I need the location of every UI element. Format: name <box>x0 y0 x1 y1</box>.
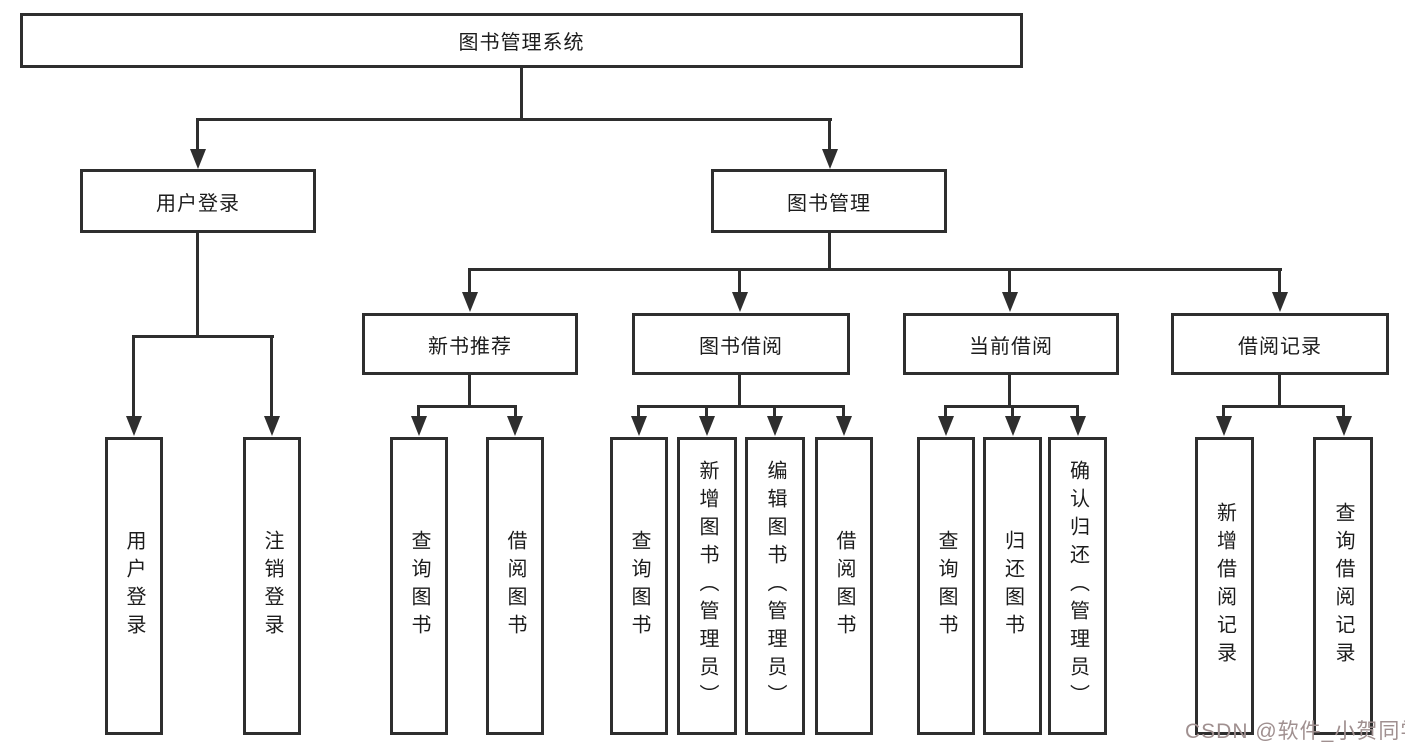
leaf-borrow-add-books-admin-label: 新增图书（管理员） <box>696 460 718 712</box>
connector-recommend-stem <box>468 375 471 407</box>
arrow-down-icon <box>1005 416 1021 436</box>
leaf-current-return-books: 归还图书 <box>983 437 1042 735</box>
node-book-management-label: 图书管理 <box>787 192 871 215</box>
connector-level2-rail <box>469 268 1282 271</box>
arrow-down-icon <box>699 416 715 436</box>
node-new-book-recommend-label: 新书推荐 <box>428 335 512 358</box>
connector-drop <box>1011 405 1014 420</box>
leaf-records-add-record: 新增借阅记录 <box>1195 437 1254 735</box>
watermark: CSDN @软件_小贺同学 <box>1185 720 1405 743</box>
connector-drop <box>417 405 420 420</box>
connector-level1-rail <box>197 118 832 121</box>
leaf-borrow-add-books-admin: 新增图书（管理员） <box>677 437 737 735</box>
leaf-recommend-borrow-books-label: 借阅图书 <box>504 530 526 642</box>
node-book-borrow-label: 图书借阅 <box>699 335 783 358</box>
connector-records-stem <box>1278 375 1281 407</box>
arrow-down-icon <box>822 149 838 169</box>
leaf-borrow-query-books-label: 查询图书 <box>628 530 650 642</box>
connector-borrow-rail <box>637 405 845 408</box>
leaf-current-query-books: 查询图书 <box>917 437 975 735</box>
connector-drop-leaf-logout <box>270 335 273 420</box>
connector-drop-leaf-login <box>132 335 135 420</box>
connector-drop <box>705 405 708 420</box>
leaf-borrow-edit-books-admin-label: 编辑图书（管理员） <box>764 460 786 712</box>
leaf-borrow-borrow-books: 借阅图书 <box>815 437 873 735</box>
leaf-recommend-query-books: 查询图书 <box>390 437 448 735</box>
leaf-records-query-record-label: 查询借阅记录 <box>1332 502 1354 670</box>
arrow-down-icon <box>264 416 280 436</box>
arrow-down-icon <box>1336 416 1352 436</box>
arrow-down-icon <box>1070 416 1086 436</box>
connector-drop-borrow <box>738 268 741 296</box>
connector-user-login-stem <box>196 233 199 337</box>
arrow-down-icon <box>836 416 852 436</box>
arrow-down-icon <box>767 416 783 436</box>
arrow-down-icon <box>1002 292 1018 312</box>
leaf-current-confirm-return-admin: 确认归还（管理员） <box>1048 437 1107 735</box>
node-root: 图书管理系统 <box>20 13 1023 68</box>
leaf-logout-label: 注销登录 <box>261 530 283 642</box>
node-current-borrow-label: 当前借阅 <box>969 335 1053 358</box>
leaf-records-query-record: 查询借阅记录 <box>1313 437 1373 735</box>
connector-drop <box>842 405 845 420</box>
leaf-current-query-books-label: 查询图书 <box>935 530 957 642</box>
leaf-user-login-label: 用户登录 <box>123 530 145 642</box>
arrow-down-icon <box>1216 416 1232 436</box>
arrow-down-icon <box>462 292 478 312</box>
node-borrow-records-label: 借阅记录 <box>1238 335 1322 358</box>
node-book-management: 图书管理 <box>711 169 947 233</box>
node-current-borrow: 当前借阅 <box>903 313 1119 375</box>
arrow-down-icon <box>938 416 954 436</box>
connector-drop-current <box>1008 268 1011 296</box>
connector-drop <box>944 405 947 420</box>
arrow-down-icon <box>507 416 523 436</box>
connector-drop-book-management <box>828 118 831 152</box>
node-borrow-records: 借阅记录 <box>1171 313 1389 375</box>
connector-drop <box>1342 405 1345 420</box>
node-user-login: 用户登录 <box>80 169 316 233</box>
node-root-label: 图书管理系统 <box>458 32 585 54</box>
arrow-down-icon <box>411 416 427 436</box>
leaf-borrow-edit-books-admin: 编辑图书（管理员） <box>745 437 805 735</box>
leaf-borrow-query-books: 查询图书 <box>610 437 668 735</box>
arrow-down-icon <box>126 416 142 436</box>
leaf-logout: 注销登录 <box>243 437 301 735</box>
connector-drop-records <box>1278 268 1281 296</box>
connector-drop-recommend <box>468 268 471 296</box>
connector-drop <box>1222 405 1225 420</box>
leaf-current-return-books-label: 归还图书 <box>1001 530 1024 642</box>
connector-drop <box>514 405 517 420</box>
connector-book-management-stem <box>828 233 831 270</box>
connector-drop <box>1076 405 1079 420</box>
connector-drop-user-login <box>196 118 199 152</box>
leaf-borrow-borrow-books-label: 借阅图书 <box>833 530 855 642</box>
connector-records-rail <box>1222 405 1345 408</box>
node-user-login-label: 用户登录 <box>156 192 240 215</box>
connector-borrow-stem <box>738 375 741 407</box>
arrow-down-icon <box>732 292 748 312</box>
node-book-borrow: 图书借阅 <box>632 313 850 375</box>
arrow-down-icon <box>631 416 647 436</box>
connector-recommend-rail <box>417 405 517 408</box>
leaf-user-login: 用户登录 <box>105 437 163 735</box>
connector-drop <box>773 405 776 420</box>
connector-current-stem <box>1008 375 1011 407</box>
leaf-recommend-query-books-label: 查询图书 <box>408 530 430 642</box>
arrow-down-icon <box>1272 292 1288 312</box>
leaf-records-add-record-label: 新增借阅记录 <box>1213 502 1236 670</box>
connector-user-login-rail <box>132 335 274 338</box>
node-new-book-recommend: 新书推荐 <box>362 313 578 375</box>
leaf-recommend-borrow-books: 借阅图书 <box>486 437 544 735</box>
leaf-current-confirm-return-admin-label: 确认归还（管理员） <box>1066 460 1089 712</box>
connector-drop <box>637 405 640 420</box>
arrow-down-icon <box>190 149 206 169</box>
connector-root-stem <box>520 68 523 120</box>
